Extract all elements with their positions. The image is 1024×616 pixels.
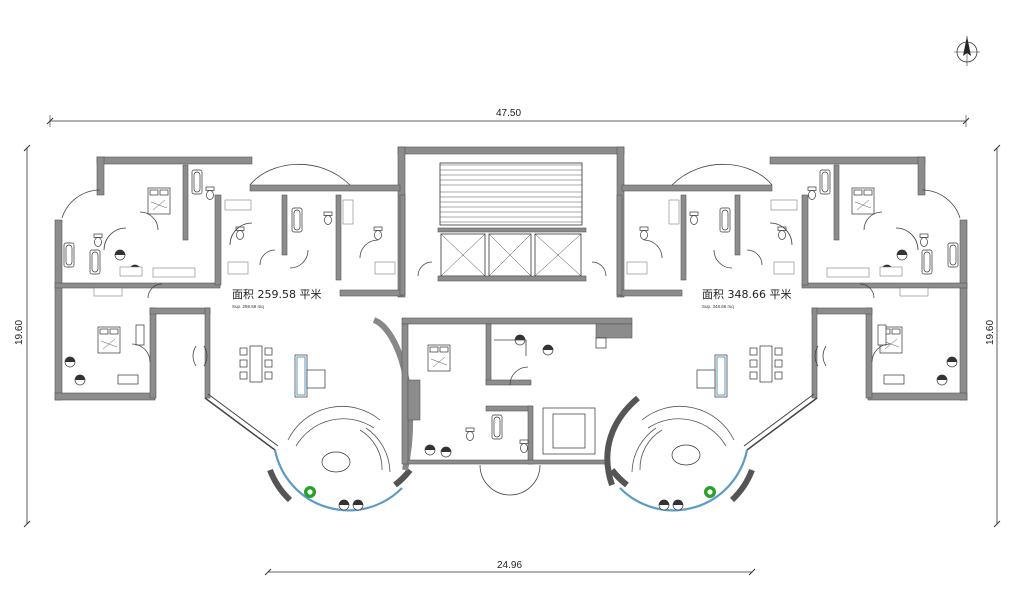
- dimension-left-height: 19.60: [14, 320, 25, 345]
- dimension-top: 47.50: [46, 108, 970, 127]
- apartment-center: [401, 323, 609, 496]
- dimension-bottom: 24.96: [264, 560, 756, 576]
- corridor: [339, 289, 683, 339]
- north-arrow-icon: [954, 36, 980, 66]
- dimension-right: 19.60: [985, 144, 1001, 528]
- dimension-left: 19.60: [14, 144, 31, 528]
- apartment-left: 面积 259.58 平米 Sup. 259.58 mq: [54, 156, 414, 512]
- unit-left-area-label: 面积 259.58 平米: [232, 288, 321, 301]
- dimension-right-height: 19.60: [985, 320, 996, 345]
- unit-right-area-label: 面积 348.66 平米: [702, 288, 791, 301]
- plant-icon: [704, 486, 716, 498]
- dimension-overall-width: 47.50: [496, 108, 521, 119]
- stair-core: [397, 146, 625, 298]
- unit-left-sup-label: Sup. 259.58 mq: [232, 304, 264, 309]
- dimension-bottom-width: 24.96: [497, 560, 522, 571]
- plant-icon: [304, 486, 316, 498]
- apartment-right: 面积 348.66 平米 Sup. 348.66 mq: [604, 156, 968, 512]
- unit-right-sup-label: Sup. 348.66 mq: [702, 304, 734, 309]
